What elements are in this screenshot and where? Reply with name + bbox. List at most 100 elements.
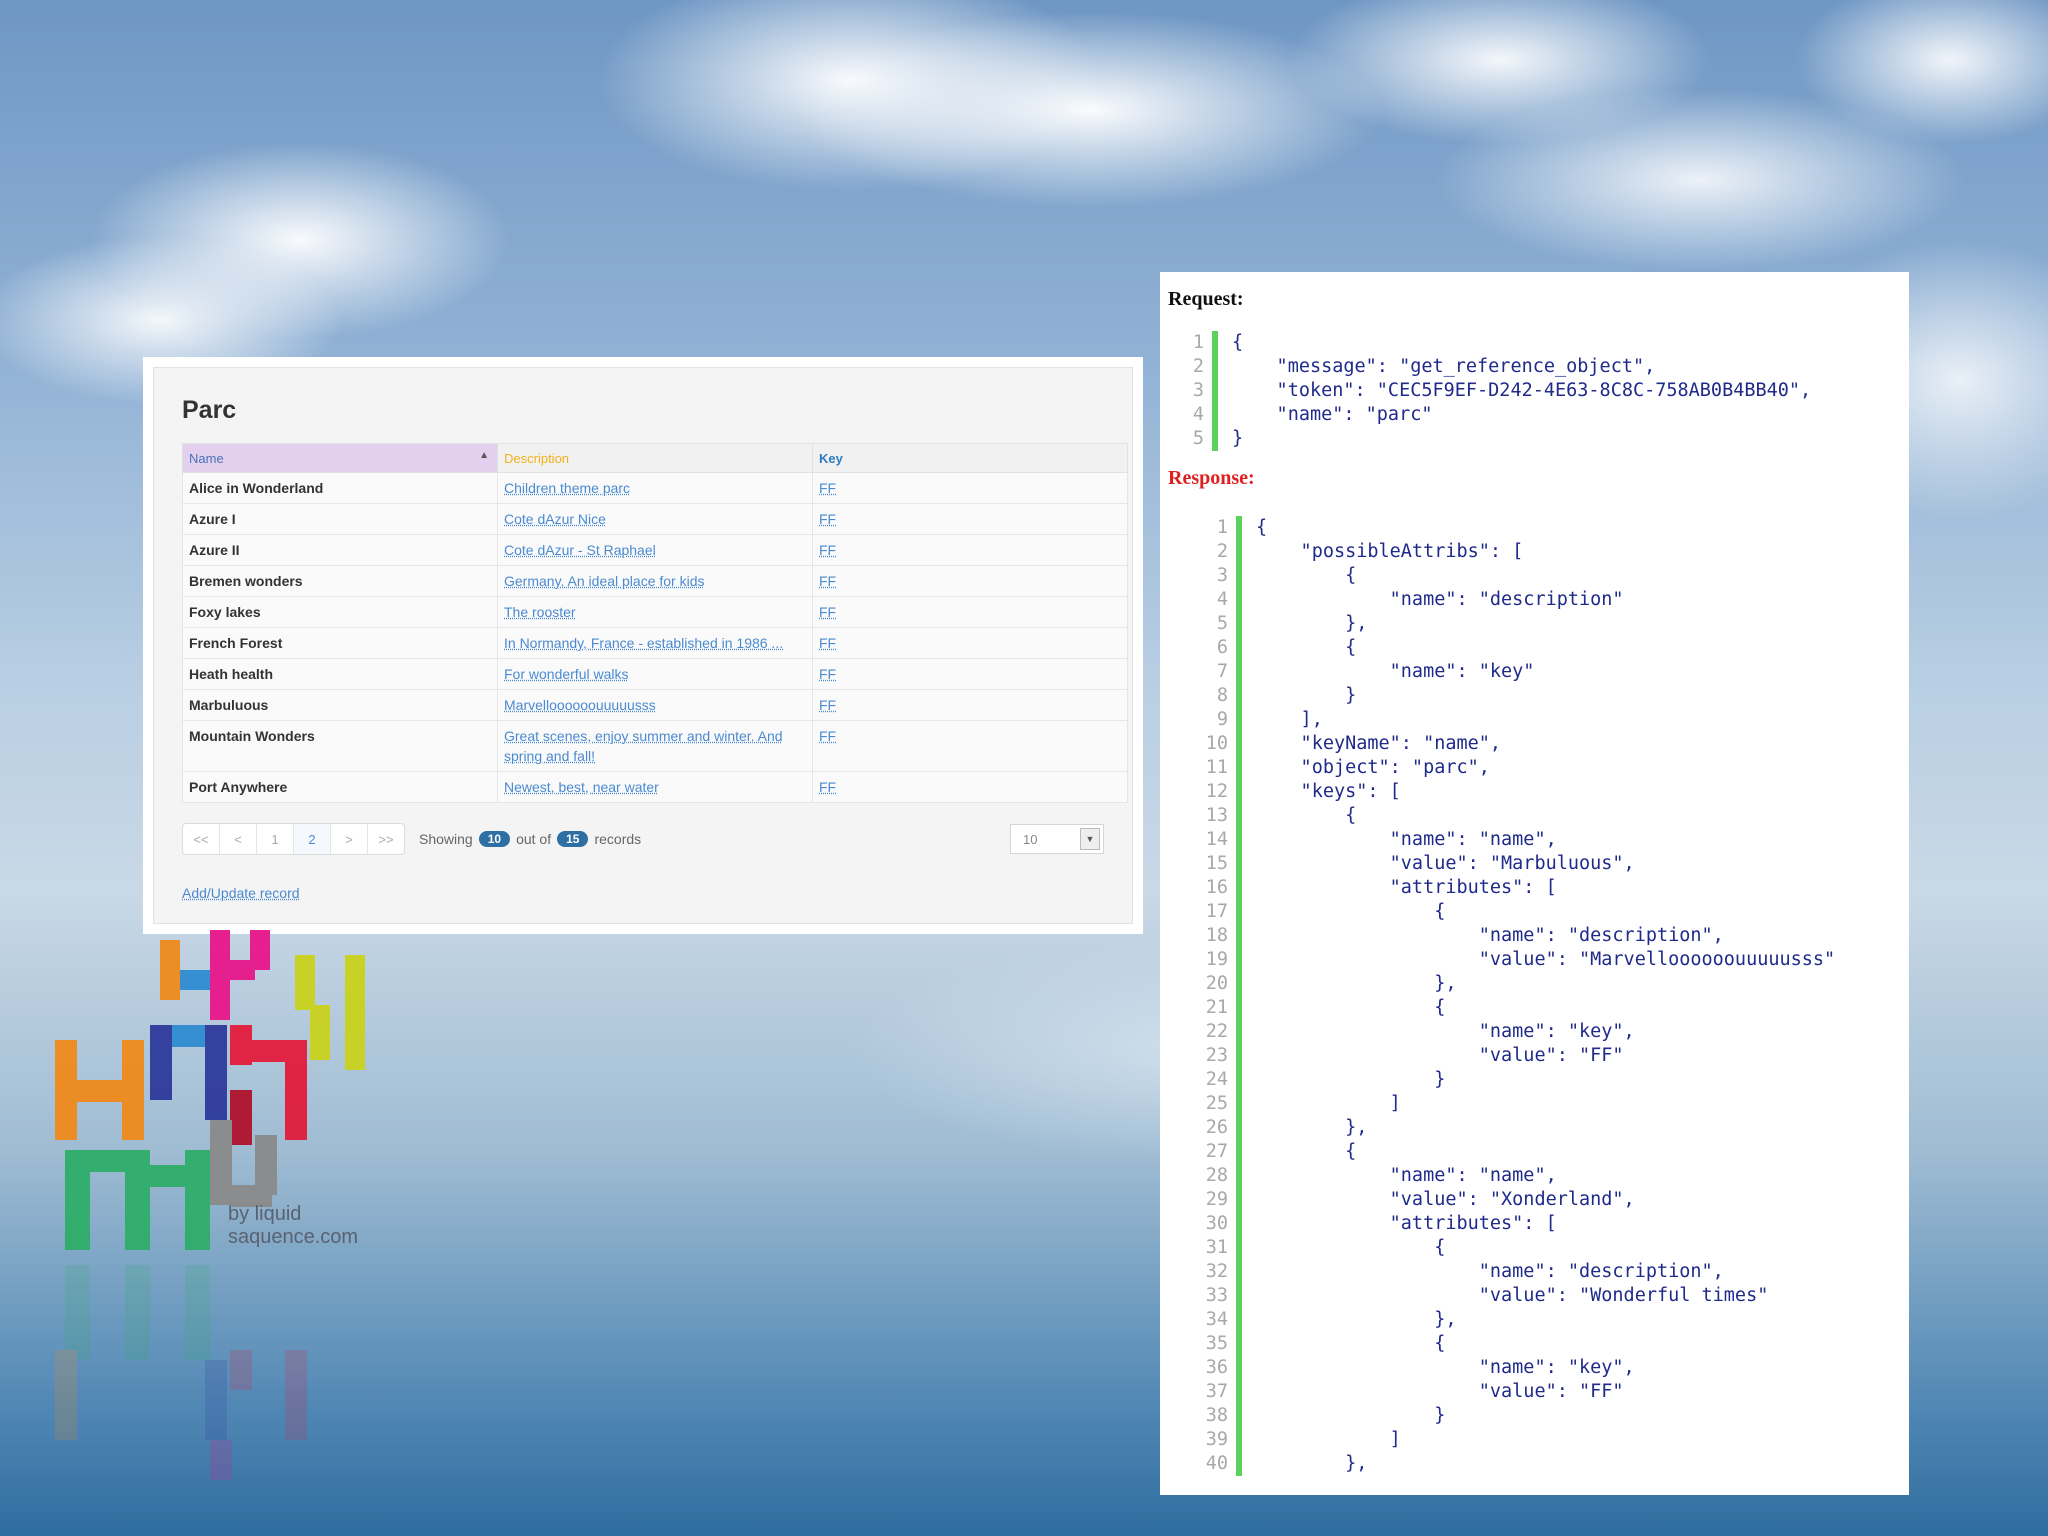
row-description-link[interactable]: Cote dAzur Nice <box>497 503 813 535</box>
code-line: "value": "Xonderland", <box>1256 1189 1635 1210</box>
code-line: { <box>1232 332 1244 353</box>
code-line: { <box>1256 517 1268 538</box>
row-description-link[interactable]: Great scenes, enjoy summer and winter. A… <box>497 720 813 772</box>
column-header-description[interactable]: Description <box>497 443 813 473</box>
line-number: 37 <box>1205 1381 1228 1402</box>
line-number: 2 <box>1216 541 1228 562</box>
line-number: 1 <box>1216 517 1228 538</box>
row-description-link[interactable]: In Normandy, France - established in 198… <box>497 627 813 659</box>
row-key-link[interactable]: FF <box>812 472 1128 504</box>
column-header-name[interactable]: Name ▲ <box>182 443 498 473</box>
row-key-link[interactable]: FF <box>812 565 1128 597</box>
sort-caret-icon: ▲ <box>479 450 489 461</box>
code-line: "name": "key", <box>1256 1021 1635 1042</box>
line-number: 6 <box>1216 637 1228 658</box>
line-number: 13 <box>1205 805 1228 826</box>
response-code: { "possibleAttribs": [ { "name": "descri… <box>1242 516 1835 1476</box>
prev-page-button[interactable]: < <box>220 824 257 854</box>
code-line: "possibleAttribs": [ <box>1256 541 1524 562</box>
response-label: Response: <box>1168 467 1255 489</box>
row-key-link[interactable]: FF <box>812 596 1128 628</box>
row-description-link[interactable]: The rooster <box>497 596 813 628</box>
row-name-cell: Heath health <box>182 658 498 690</box>
code-line: "keyName": "name", <box>1256 733 1502 754</box>
records-info: Showing 10 out of 15 records <box>419 831 641 847</box>
row-description-link[interactable]: Cote dAzur - St Raphael <box>497 534 813 566</box>
line-number: 23 <box>1205 1045 1228 1066</box>
row-key-link[interactable]: FF <box>812 627 1128 659</box>
page-size-select[interactable]: 10 ▼ <box>1010 824 1104 854</box>
code-line: "name": "key", <box>1256 1357 1635 1378</box>
code-line: ] <box>1256 1093 1401 1114</box>
line-number: 18 <box>1205 925 1228 946</box>
row-key-link[interactable]: FF <box>812 720 1128 772</box>
line-number: 7 <box>1216 661 1228 682</box>
row-key-link[interactable]: FF <box>812 689 1128 721</box>
page-2-button[interactable]: 2 <box>294 824 331 854</box>
column-header-key[interactable]: Key <box>812 443 1128 473</box>
line-number: 9 <box>1216 709 1228 730</box>
code-line: } <box>1256 685 1357 706</box>
row-description-link[interactable]: Marvelloooooouuuuusss <box>497 689 813 721</box>
code-line: "name": "parc" <box>1232 404 1433 425</box>
line-number: 10 <box>1205 733 1228 754</box>
code-line: "value": "Marbuluous", <box>1256 853 1635 874</box>
showing-label: Showing <box>419 831 473 847</box>
row-name-cell: Foxy lakes <box>182 596 498 628</box>
code-line: "name": "name", <box>1256 829 1557 850</box>
line-number: 30 <box>1205 1213 1228 1234</box>
row-key-link[interactable]: FF <box>812 534 1128 566</box>
line-number: 3 <box>1192 380 1204 401</box>
chevron-down-icon: ▼ <box>1080 828 1100 850</box>
code-line: } <box>1256 1069 1446 1090</box>
row-key-link[interactable]: FF <box>812 771 1128 803</box>
page-1-button[interactable]: 1 <box>257 824 294 854</box>
line-number: 20 <box>1205 973 1228 994</box>
page-size-value: 10 <box>1023 831 1038 847</box>
row-key-link[interactable]: FF <box>812 658 1128 690</box>
add-update-record-link[interactable]: Add/Update record <box>182 885 300 901</box>
row-description-link[interactable]: Children theme parc <box>497 472 813 504</box>
code-line: { <box>1256 805 1357 826</box>
line-number: 38 <box>1205 1405 1228 1426</box>
code-line: "name": "description", <box>1256 1261 1724 1282</box>
row-description-link[interactable]: Newest, best, near water <box>497 771 813 803</box>
row-key-link[interactable]: FF <box>812 503 1128 535</box>
request-label: Request: <box>1168 288 1244 310</box>
code-line: }, <box>1256 1117 1368 1138</box>
row-name-cell: Alice in Wonderland <box>182 472 498 504</box>
line-number: 28 <box>1205 1165 1228 1186</box>
row-name-cell: Azure I <box>182 503 498 535</box>
row-name-cell: Mountain Wonders <box>182 720 498 772</box>
row-description-link[interactable]: For wonderful walks <box>497 658 813 690</box>
line-number: 17 <box>1205 901 1228 922</box>
last-page-button[interactable]: >> <box>378 831 394 847</box>
next-page-button[interactable]: > <box>331 824 368 854</box>
code-line: }, <box>1256 973 1457 994</box>
first-page-button[interactable]: << <box>183 824 220 854</box>
logo: by liquid saquence.com <box>55 930 375 1490</box>
harmony-logo-icon: by liquid saquence.com <box>55 930 365 1480</box>
code-line: { <box>1256 901 1446 922</box>
code-line: ], <box>1256 709 1323 730</box>
parc-panel: Parc Name ▲ Description Key Alice in Won… <box>143 357 1143 934</box>
code-line: { <box>1256 1333 1446 1354</box>
row-description-link[interactable]: Germany. An ideal place for kids <box>497 565 813 597</box>
line-number: 14 <box>1205 829 1228 850</box>
line-number: 39 <box>1205 1429 1228 1450</box>
row-name-cell: Bremen wonders <box>182 565 498 597</box>
code-line: }, <box>1256 1453 1368 1474</box>
line-number: 31 <box>1205 1237 1228 1258</box>
line-number: 40 <box>1205 1453 1228 1474</box>
